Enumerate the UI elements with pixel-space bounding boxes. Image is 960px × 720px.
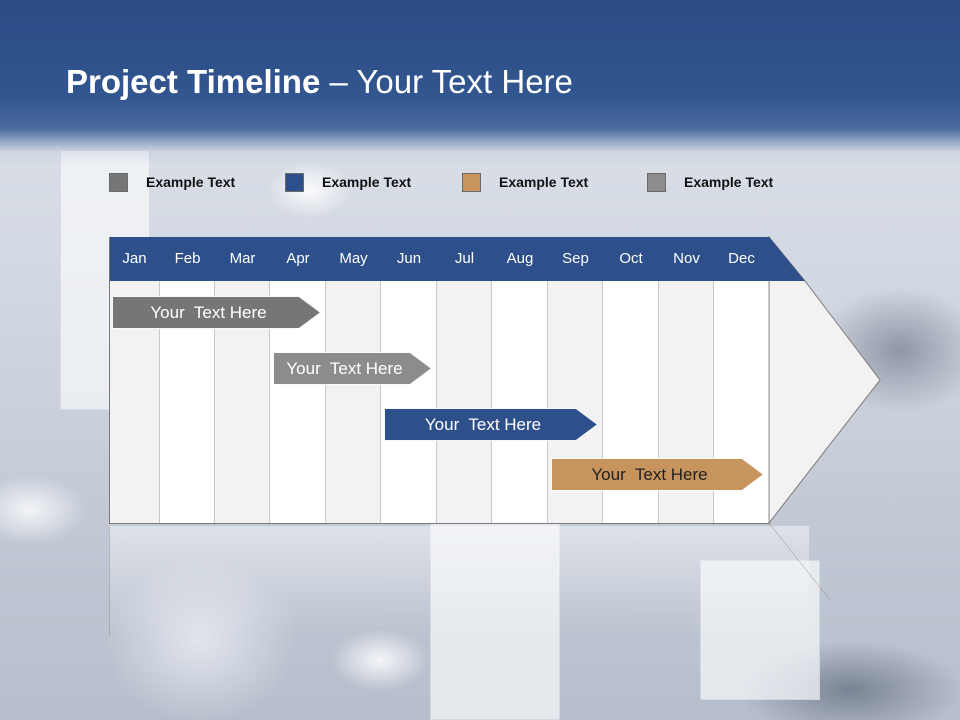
task-label: Your Text Here bbox=[286, 359, 403, 378]
title-rest-part: – Your Text Here bbox=[320, 63, 573, 100]
month-column bbox=[603, 281, 659, 523]
month-label: Aug bbox=[506, 250, 534, 267]
page-title: Project Timeline – Your Text Here bbox=[66, 60, 573, 104]
legend: Example Text Example Text Example Text E… bbox=[0, 170, 960, 194]
legend-item: Example Text bbox=[462, 170, 588, 194]
month-label: Jul bbox=[454, 250, 475, 267]
title-bold-part: Project Timeline bbox=[66, 63, 321, 100]
month-label: Dec bbox=[728, 250, 755, 267]
task-arrow-shape bbox=[112, 296, 321, 329]
chart-reflection bbox=[109, 526, 809, 636]
task-arrow bbox=[273, 352, 432, 385]
legend-swatch bbox=[462, 172, 481, 192]
title-bar: Project Timeline – Your Text Here bbox=[0, 0, 960, 165]
month-column bbox=[437, 281, 492, 523]
task-label: Your Text Here bbox=[150, 303, 267, 322]
task-arrow bbox=[551, 458, 764, 491]
month-column bbox=[160, 281, 215, 523]
task-arrow-shape bbox=[384, 408, 598, 441]
month-label: Apr bbox=[286, 250, 310, 267]
legend-swatch bbox=[285, 172, 304, 192]
month-column bbox=[714, 281, 769, 523]
legend-label: Example Text bbox=[322, 174, 412, 190]
legend-item: Example Text bbox=[109, 170, 235, 194]
legend-swatch bbox=[647, 172, 666, 192]
task-bar: Your Text Here bbox=[551, 458, 764, 491]
legend-item: Example Text bbox=[285, 170, 411, 194]
month-column bbox=[381, 281, 437, 523]
task-arrow bbox=[112, 296, 321, 329]
task-arrow-shape bbox=[273, 352, 432, 385]
legend-label: Example Text bbox=[499, 174, 589, 190]
task-arrow bbox=[384, 408, 598, 441]
task-label: Your Text Here bbox=[424, 415, 542, 434]
task-label: Your Text Here bbox=[591, 465, 708, 484]
task-bar: Your Text Here bbox=[112, 296, 321, 329]
month-label: May bbox=[339, 250, 368, 267]
month-column bbox=[492, 281, 548, 523]
legend-label: Example Text bbox=[684, 174, 774, 190]
task-bar: Your Text Here bbox=[384, 408, 598, 441]
task-bar: Your Text Here bbox=[273, 352, 432, 385]
month-header-bar bbox=[109, 237, 769, 281]
month-label: Mar bbox=[229, 250, 256, 267]
task-arrow-shape bbox=[551, 458, 764, 491]
background-paper bbox=[700, 560, 820, 700]
month-label: Oct bbox=[619, 250, 643, 267]
month-header-arrow bbox=[769, 237, 805, 281]
month-label: Jan bbox=[122, 250, 147, 267]
month-label: Jun bbox=[396, 250, 422, 267]
month-label: Sep bbox=[562, 250, 589, 267]
month-column bbox=[270, 281, 326, 523]
legend-swatch bbox=[109, 172, 128, 192]
month-column bbox=[326, 281, 381, 523]
month-label: Feb bbox=[174, 250, 201, 267]
legend-item: Example Text bbox=[647, 170, 773, 194]
legend-label: Example Text bbox=[146, 174, 236, 190]
month-label: Nov bbox=[673, 250, 700, 267]
